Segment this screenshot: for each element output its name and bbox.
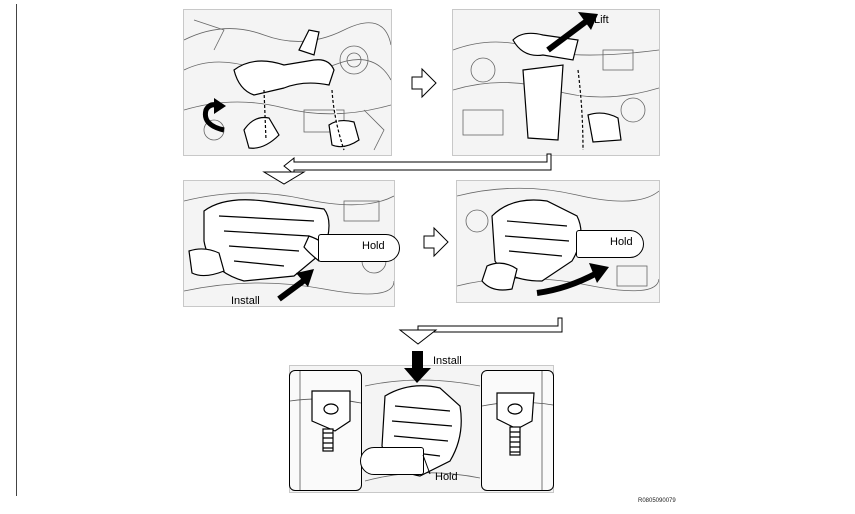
engine-bay-drawing bbox=[453, 12, 659, 151]
stud-detail-drawing bbox=[482, 371, 553, 490]
install-down-arrow bbox=[404, 351, 431, 383]
right-detail-inset bbox=[481, 370, 554, 491]
stud-detail-drawing bbox=[290, 371, 361, 490]
hold-label-step5: Hold bbox=[435, 471, 458, 483]
hold-hand-step5 bbox=[360, 447, 424, 475]
return-arrow-2 bbox=[398, 317, 563, 345]
hold-hand-step3 bbox=[318, 234, 400, 262]
lift-label: Lift bbox=[594, 14, 609, 26]
step2-lift-pipe-illustration bbox=[452, 9, 660, 156]
step1-remove-hose-illustration bbox=[183, 9, 392, 156]
hold-hand-step4 bbox=[576, 230, 644, 258]
hold-label-step3: Hold bbox=[362, 240, 385, 252]
engine-bay-drawing bbox=[457, 187, 659, 296]
next-step-arrow-1 bbox=[411, 67, 437, 99]
figure-code: R0805090079 bbox=[638, 498, 676, 504]
left-detail-inset bbox=[289, 370, 362, 491]
install-label-step3: Install bbox=[231, 295, 260, 307]
next-step-arrow-2 bbox=[423, 226, 449, 258]
install-label-step5: Install bbox=[433, 355, 462, 367]
hold-pointer-line bbox=[422, 454, 431, 475]
hold-label-step4: Hold bbox=[610, 236, 633, 248]
page-margin-rule bbox=[16, 4, 17, 496]
engine-bay-drawing bbox=[184, 19, 391, 151]
return-arrow-1 bbox=[262, 153, 552, 185]
